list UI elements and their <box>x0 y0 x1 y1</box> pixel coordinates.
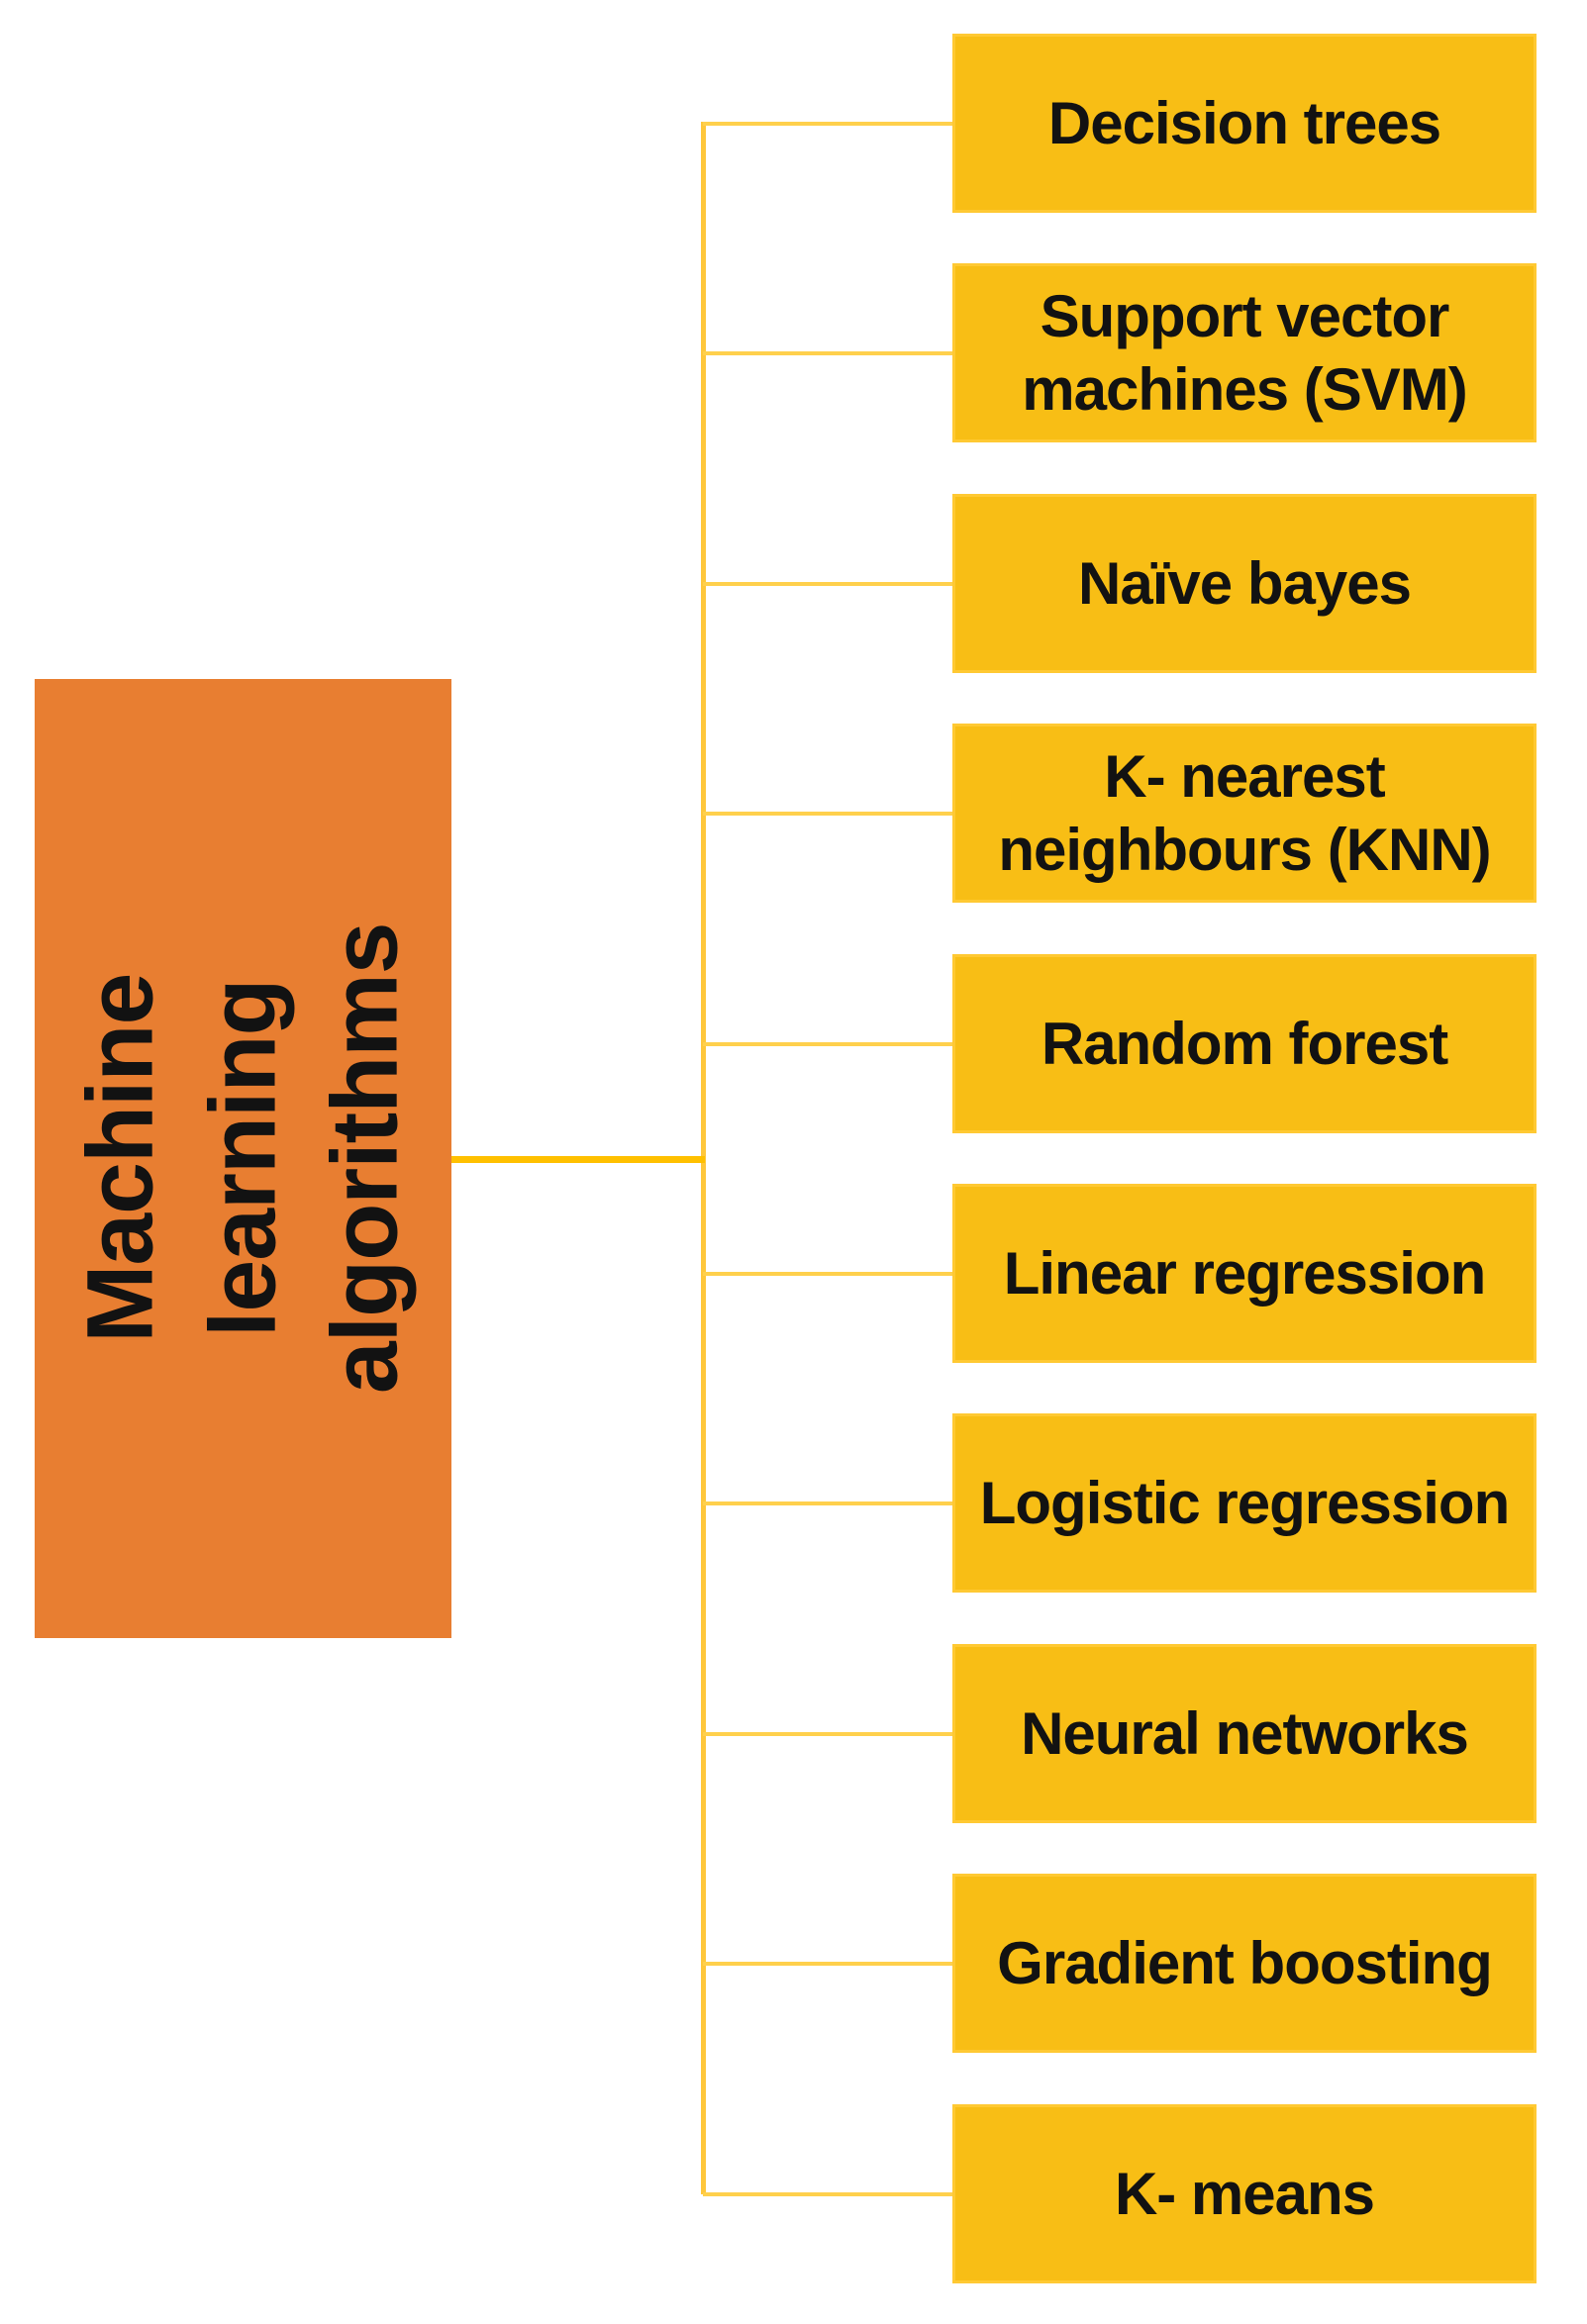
leaf-node-label: Decision trees <box>1047 89 1441 156</box>
connector-stub <box>703 1041 952 1046</box>
leaf-node: Neural networks <box>952 1644 1537 1823</box>
leaf-node-label: K- means <box>1114 2160 1375 2227</box>
connector-stub <box>703 121 952 126</box>
connector-stub <box>703 811 952 816</box>
root-node: Machine learning algorithms <box>35 679 451 1638</box>
leaf-node: Random forest <box>952 954 1537 1133</box>
leaf-node-label: Random forest <box>1041 1010 1448 1077</box>
connector-stub <box>703 350 952 355</box>
leaf-node-label: Gradient boosting <box>997 1929 1493 1996</box>
leaf-node: Logistic regression <box>952 1413 1537 1593</box>
leaf-node-label: K- nearest neighbours (KNN) <box>998 743 1491 883</box>
leaf-node: Naïve bayes <box>952 494 1537 673</box>
leaf-node-label: Logistic regression <box>979 1469 1510 1536</box>
connector-root-branch <box>451 1156 705 1163</box>
leaf-node-label: Naïve bayes <box>1078 549 1412 617</box>
connector-stub <box>703 1271 952 1276</box>
connector-stub <box>703 1501 952 1505</box>
connector-stub <box>703 1731 952 1736</box>
leaf-node: Linear regression <box>952 1184 1537 1363</box>
leaf-node-label: Neural networks <box>1021 1699 1469 1767</box>
leaf-node: Support vector machines (SVM) <box>952 263 1537 442</box>
root-node-label: Machine learning algorithms <box>67 922 418 1395</box>
leaf-node: K- nearest neighbours (KNN) <box>952 724 1537 903</box>
connector-stub <box>703 1961 952 1966</box>
leaf-node-label: Support vector machines (SVM) <box>1022 283 1467 423</box>
connector-stub <box>703 2191 952 2196</box>
leaf-node: K- means <box>952 2104 1537 2283</box>
connector-stub <box>703 581 952 586</box>
leaf-node-label: Linear regression <box>1003 1239 1487 1307</box>
leaf-node: Decision trees <box>952 34 1537 213</box>
leaf-node: Gradient boosting <box>952 1874 1537 2053</box>
